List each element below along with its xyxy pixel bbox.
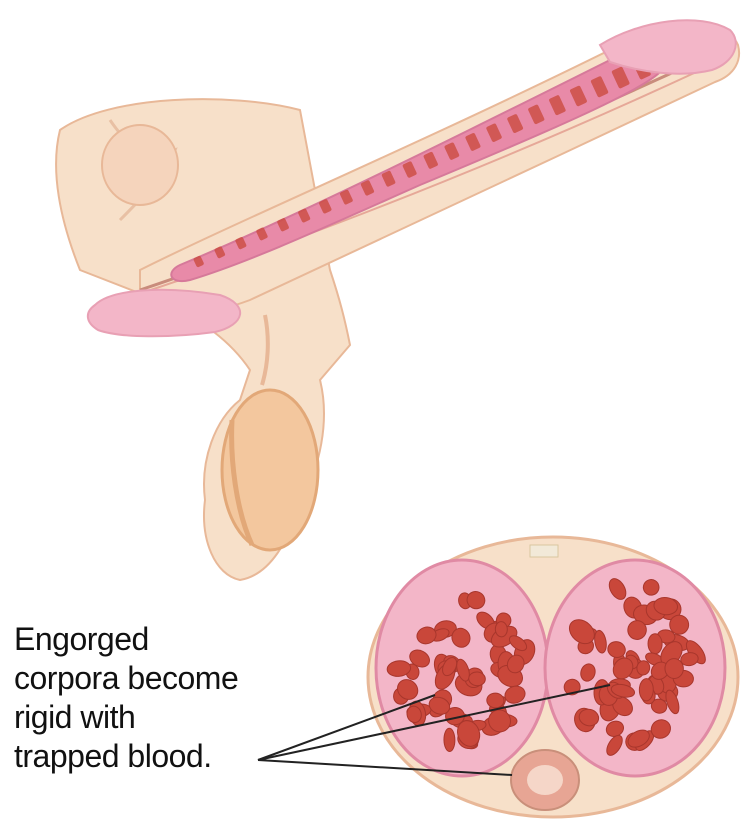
glans — [600, 20, 736, 73]
annotation-line-4: trapped blood. — [14, 737, 294, 776]
urethra-lumen — [527, 765, 563, 795]
dorsal-vessel — [530, 545, 558, 557]
annotation-text: Engorged corpora become rigid with trapp… — [14, 620, 294, 776]
annotation-line-1: Engorged — [14, 620, 294, 659]
blood-sinus — [639, 679, 653, 701]
bladder — [102, 125, 178, 205]
annotation-line-2: corpora become — [14, 659, 294, 698]
blood-sinus — [444, 728, 455, 751]
cross-section — [368, 537, 738, 817]
blood-sinus — [664, 658, 683, 679]
annotation-line-3: rigid with — [14, 698, 294, 737]
blood-sinus — [495, 621, 508, 637]
corpus-spongiosum-bulb — [88, 290, 240, 336]
testis — [222, 390, 318, 550]
blood-sinus — [648, 634, 662, 654]
